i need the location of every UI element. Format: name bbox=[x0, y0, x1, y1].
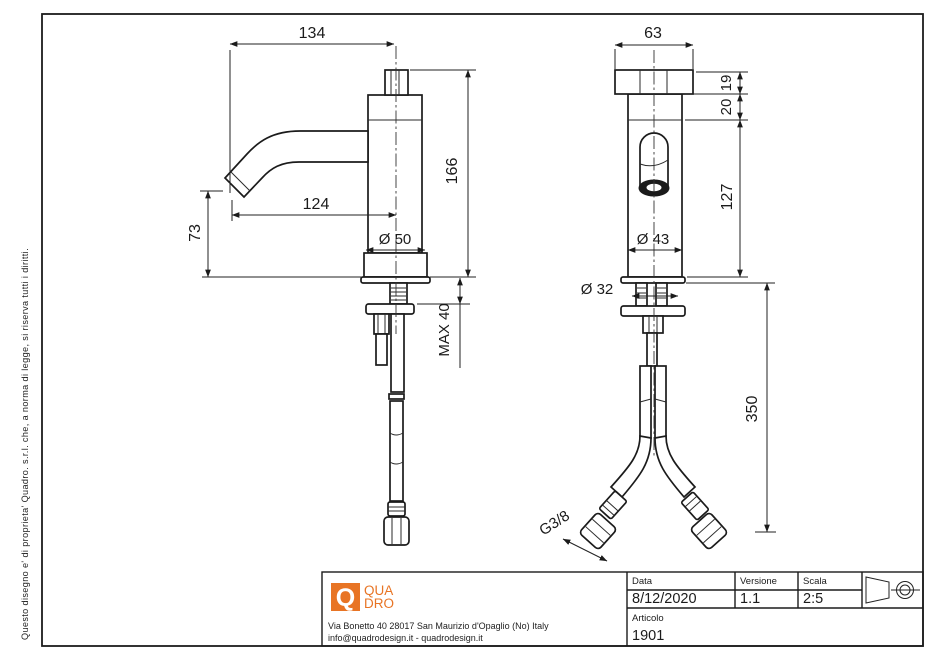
hose-left-bend bbox=[609, 434, 652, 499]
article-label: Articolo bbox=[632, 613, 664, 624]
hose-cap-side bbox=[388, 393, 405, 400]
date-value: 8/12/2020 bbox=[632, 591, 697, 607]
flex-hose-side bbox=[389, 400, 404, 502]
shank-threads bbox=[391, 287, 406, 301]
collar-rib bbox=[688, 500, 702, 512]
mounting-washer-front bbox=[620, 305, 686, 317]
spout bbox=[223, 130, 369, 199]
dim-73: 73 bbox=[187, 224, 204, 242]
dim-dia32: Ø 32 bbox=[581, 281, 614, 298]
side-view bbox=[223, 46, 431, 546]
aerator-band bbox=[230, 171, 251, 192]
scale-value: 2:5 bbox=[803, 591, 823, 607]
dim-19: 19 bbox=[718, 75, 735, 92]
projection-cone bbox=[865, 576, 890, 604]
hose-seam bbox=[389, 461, 404, 465]
quadro-logo: Q QUA DRO bbox=[331, 583, 394, 612]
logo-square bbox=[331, 583, 360, 611]
knob-side bbox=[384, 69, 409, 96]
title-block: Q QUA DRO Via Bonetto 40 28017 San Mauri… bbox=[321, 571, 924, 647]
adapter-rod-front bbox=[646, 332, 658, 367]
collar-rib bbox=[606, 500, 619, 512]
article-value: 1901 bbox=[632, 628, 664, 644]
dim-134: 134 bbox=[299, 25, 326, 42]
logo-text-dro: DRO bbox=[364, 596, 394, 611]
date-label: Data bbox=[632, 576, 653, 587]
nut-facet bbox=[592, 518, 611, 536]
front-view-dimensions: 63 19 20 127 Ø 43 Ø 32 350 G3/8 bbox=[536, 25, 776, 562]
dim-20: 20 bbox=[718, 99, 735, 116]
collar-rib bbox=[684, 495, 698, 508]
mounting-washer-side bbox=[365, 303, 415, 315]
hose-collar bbox=[598, 490, 628, 520]
logo-q-letter: Q bbox=[336, 584, 355, 612]
nut-facet bbox=[696, 518, 715, 536]
ownership-disclaimer: Questo disegno e' di proprieta' Quadro. … bbox=[20, 248, 31, 640]
threaded-shank-side bbox=[389, 282, 408, 305]
collar-rib bbox=[602, 504, 615, 516]
hose-nut-side bbox=[383, 516, 410, 546]
dim-line-g38 bbox=[562, 538, 608, 562]
dim-dia43: Ø 43 bbox=[637, 231, 670, 248]
hose-left-fitting bbox=[598, 490, 628, 520]
flange-front bbox=[620, 276, 686, 284]
dim-63: 63 bbox=[644, 25, 662, 42]
side-view-dimensions: 134 124 73 Ø 50 166 MAX 40 bbox=[187, 25, 476, 368]
address-line: Via Bonetto 40 28017 San Maurizio d'Opag… bbox=[328, 621, 549, 631]
stud-front-left bbox=[635, 282, 648, 307]
title-block-outline bbox=[321, 571, 924, 647]
hose-right-nut bbox=[690, 512, 728, 550]
nut-facet bbox=[703, 526, 722, 544]
hex-stud-side bbox=[373, 313, 390, 335]
stud-rod-side bbox=[375, 333, 388, 366]
hose-collar-side bbox=[387, 501, 406, 517]
dim-g38: G3/8 bbox=[536, 507, 573, 539]
base-cylinder-side bbox=[363, 252, 428, 278]
dim-dia50: Ø 50 bbox=[379, 231, 412, 248]
dim-124: 124 bbox=[303, 196, 330, 213]
hose-seam bbox=[639, 398, 652, 403]
hex-adapter-front bbox=[642, 315, 664, 334]
faucet-body-side bbox=[367, 94, 423, 254]
logo-text-qua: QUA bbox=[364, 583, 393, 598]
dim-127: 127 bbox=[719, 184, 736, 211]
hose-seam bbox=[654, 398, 667, 403]
version-value: 1.1 bbox=[740, 591, 760, 607]
supply-tube-side bbox=[390, 313, 405, 393]
hose-right-bend bbox=[654, 434, 697, 499]
dim-max40: MAX 40 bbox=[436, 303, 453, 356]
version-label: Versione bbox=[740, 576, 777, 587]
flange-side bbox=[360, 276, 431, 284]
dim-166: 166 bbox=[444, 158, 461, 185]
scale-label: Scala bbox=[803, 576, 827, 587]
hose-nut bbox=[690, 512, 728, 550]
drawing-border bbox=[41, 13, 924, 647]
stud-front-right bbox=[655, 282, 668, 307]
contacts-line: info@quadrodesign.it - quadrodesign.it bbox=[328, 633, 483, 643]
dim-350: 350 bbox=[744, 396, 761, 423]
hose-right-fitting bbox=[680, 491, 710, 521]
front-view bbox=[579, 50, 728, 550]
projection-symbol-icon bbox=[865, 576, 920, 604]
hose-seam bbox=[389, 432, 404, 436]
